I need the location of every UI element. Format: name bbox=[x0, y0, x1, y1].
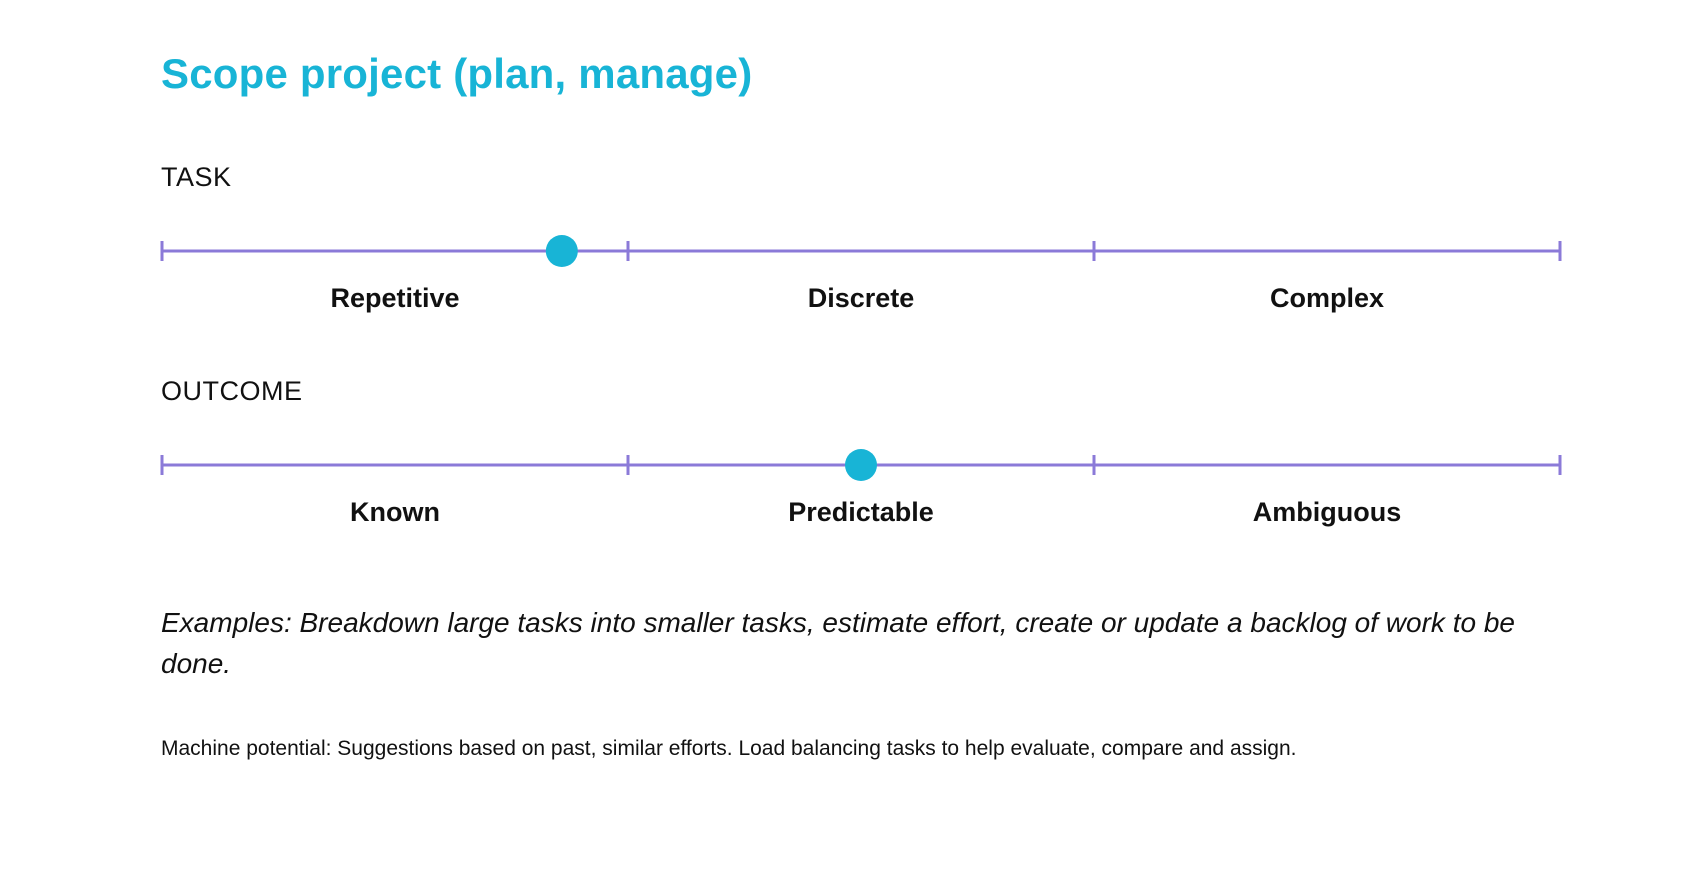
page-title: Scope project (plan, manage) bbox=[161, 50, 753, 97]
machine-potential-text: Machine potential: Suggestions based on … bbox=[161, 737, 1297, 760]
outcome-scale: Known Predictable Ambiguous bbox=[150, 449, 1570, 531]
examples-text: Examples: Breakdown large tasks into sma… bbox=[161, 607, 1515, 679]
outcome-heading: OUTCOME bbox=[161, 376, 303, 406]
outcome-label-known: Known bbox=[350, 497, 440, 527]
outcome-marker bbox=[845, 449, 877, 481]
task-scale-line bbox=[160, 235, 1562, 267]
task-scale: Repetitive Discrete Complex bbox=[150, 235, 1570, 317]
outcome-scale-line bbox=[160, 449, 1562, 481]
task-label-discrete: Discrete bbox=[807, 283, 915, 313]
task-marker bbox=[545, 235, 578, 267]
outcome-label-ambiguous: Ambiguous bbox=[1252, 497, 1402, 527]
task-label-repetitive: Repetitive bbox=[330, 283, 460, 313]
task-label-complex: Complex bbox=[1269, 283, 1385, 313]
outcome-label-predictable: Predictable bbox=[788, 497, 934, 527]
task-heading: TASK bbox=[161, 162, 232, 192]
